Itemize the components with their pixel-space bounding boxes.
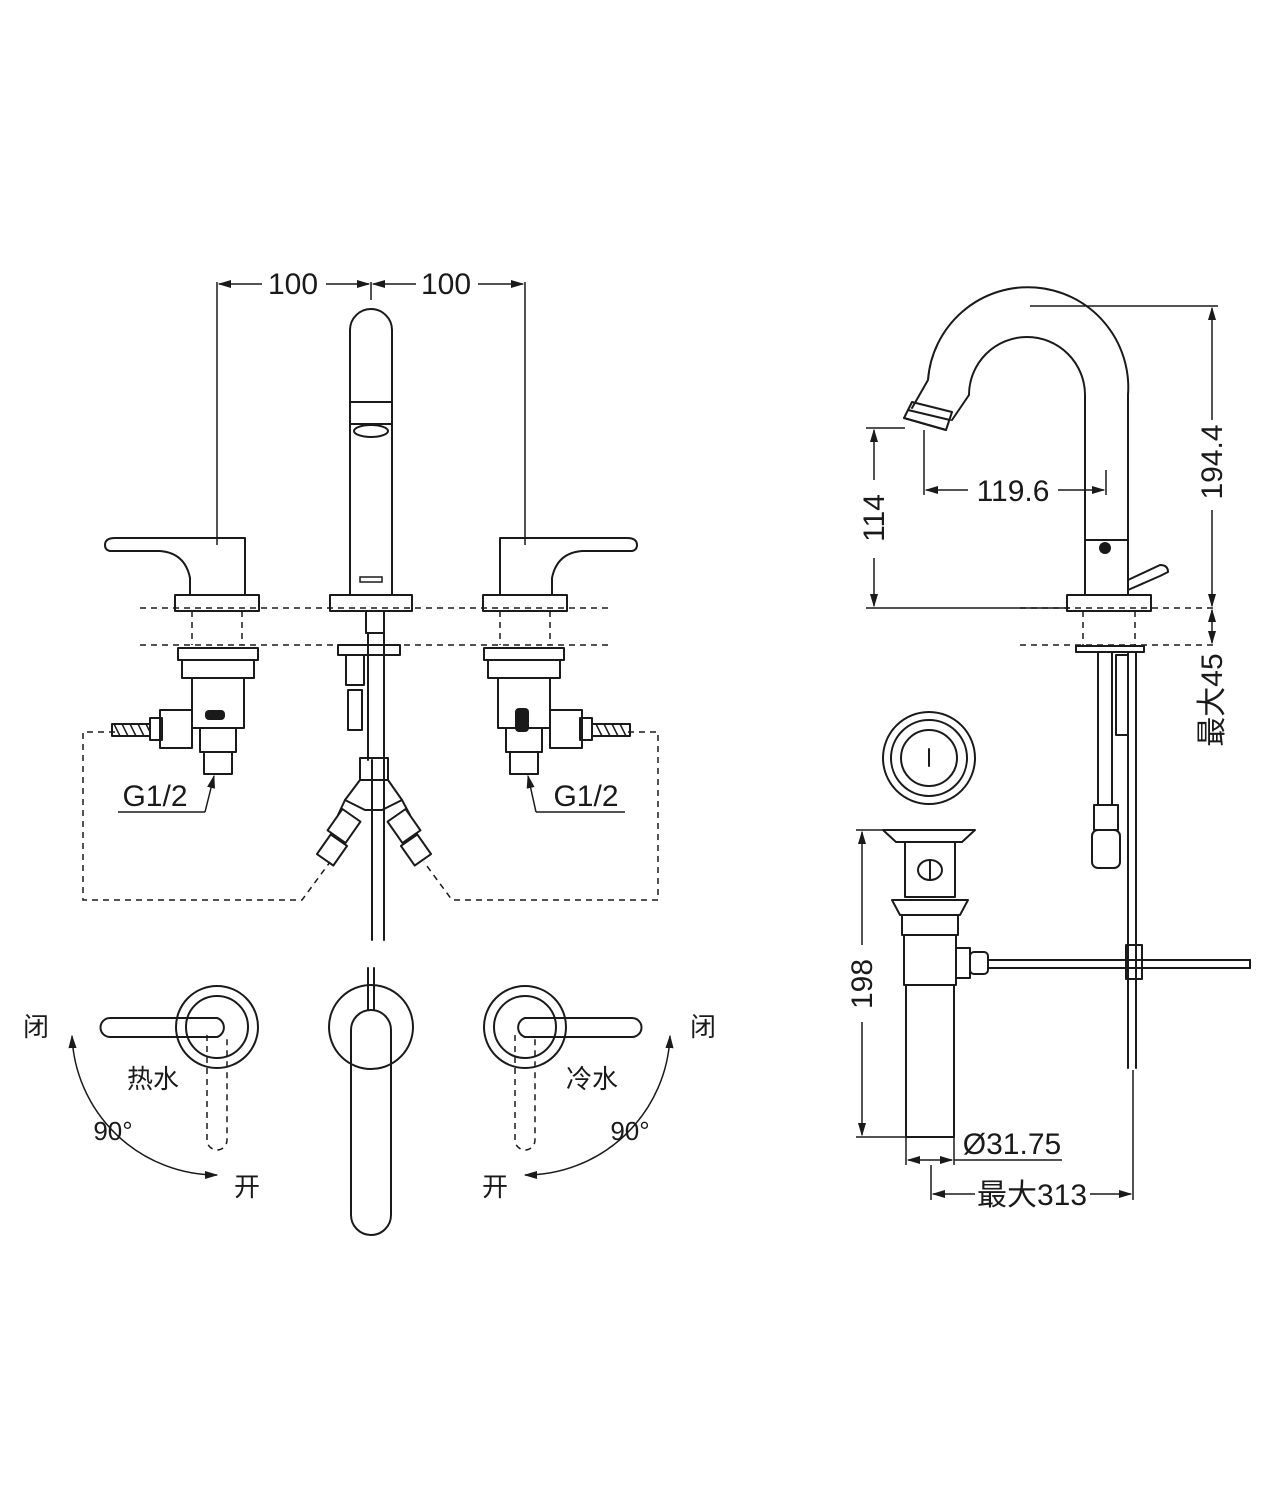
open-label-right: 开 — [482, 1172, 508, 1202]
drain-diameter-label: Ø31.75 — [963, 1128, 1061, 1161]
thread-label-right: G1/2 — [553, 780, 618, 813]
spout-reach-label: 119.6 — [977, 475, 1050, 508]
spout-mount-nut — [337, 644, 401, 656]
spout-height-dimension: 194.4 — [1030, 305, 1229, 608]
hot-valve-front — [104, 537, 260, 775]
open-label-left: 开 — [234, 1172, 260, 1202]
thread-callout-right: G1/2 — [526, 774, 625, 813]
deck-thickness-dimension: 最大45 — [1196, 608, 1229, 747]
side-view: 194.4 114 119.6 最大45 — [846, 286, 1251, 1212]
spout-shank — [365, 610, 385, 634]
outlet-height-label: 114 — [858, 494, 891, 542]
drain-height-label: 198 — [846, 959, 879, 1009]
front-view: 100 100 — [82, 268, 659, 941]
top-view: 热水 闭 开 90° 冷水 闭 开 90° — [23, 967, 716, 1236]
angle-label-left: 90° — [93, 1116, 132, 1146]
spout-side — [903, 286, 1169, 869]
thread-callout-left: G1/2 — [118, 774, 215, 813]
spout-reach-dimension: 119.6 — [923, 430, 1107, 508]
closed-label-left: 闭 — [23, 1012, 49, 1042]
spout-connector-lower — [347, 689, 363, 731]
drain-height-dimension: 198 — [846, 829, 905, 1138]
deck-thickness-label: 最大45 — [1196, 653, 1229, 746]
outlet-height-dimension: 114 — [858, 427, 905, 608]
y-connector — [315, 757, 433, 867]
spout-front — [349, 308, 393, 596]
drain-cap-top — [882, 711, 976, 805]
angle-label-right: 90° — [610, 1116, 649, 1146]
drain-length-dimension: 最大313 — [930, 1070, 1134, 1212]
spout-height-label: 194.4 — [1196, 424, 1229, 499]
hot-handle-top: 热水 闭 开 90° — [23, 985, 260, 1202]
spread-dimension: 100 100 — [216, 268, 526, 545]
spout-top — [328, 967, 414, 1236]
closed-label-right: 闭 — [690, 1012, 716, 1042]
spread-left-label: 100 — [268, 268, 318, 301]
drain-length-label: 最大313 — [977, 1179, 1087, 1212]
cold-hose-path — [423, 731, 659, 901]
spout-connector — [345, 654, 365, 686]
thread-label-left: G1/2 — [122, 780, 187, 813]
cold-handle-top: 冷水 闭 开 90° — [482, 985, 716, 1202]
drain-diameter-dimension: Ø31.75 — [905, 1128, 1062, 1165]
cold-valve-front — [482, 537, 638, 775]
popup-drain — [882, 651, 1251, 1138]
spread-right-label: 100 — [421, 268, 471, 301]
hot-label: 热水 — [127, 1064, 179, 1094]
cold-label: 冷水 — [566, 1064, 618, 1094]
hot-hose-path — [82, 731, 331, 901]
